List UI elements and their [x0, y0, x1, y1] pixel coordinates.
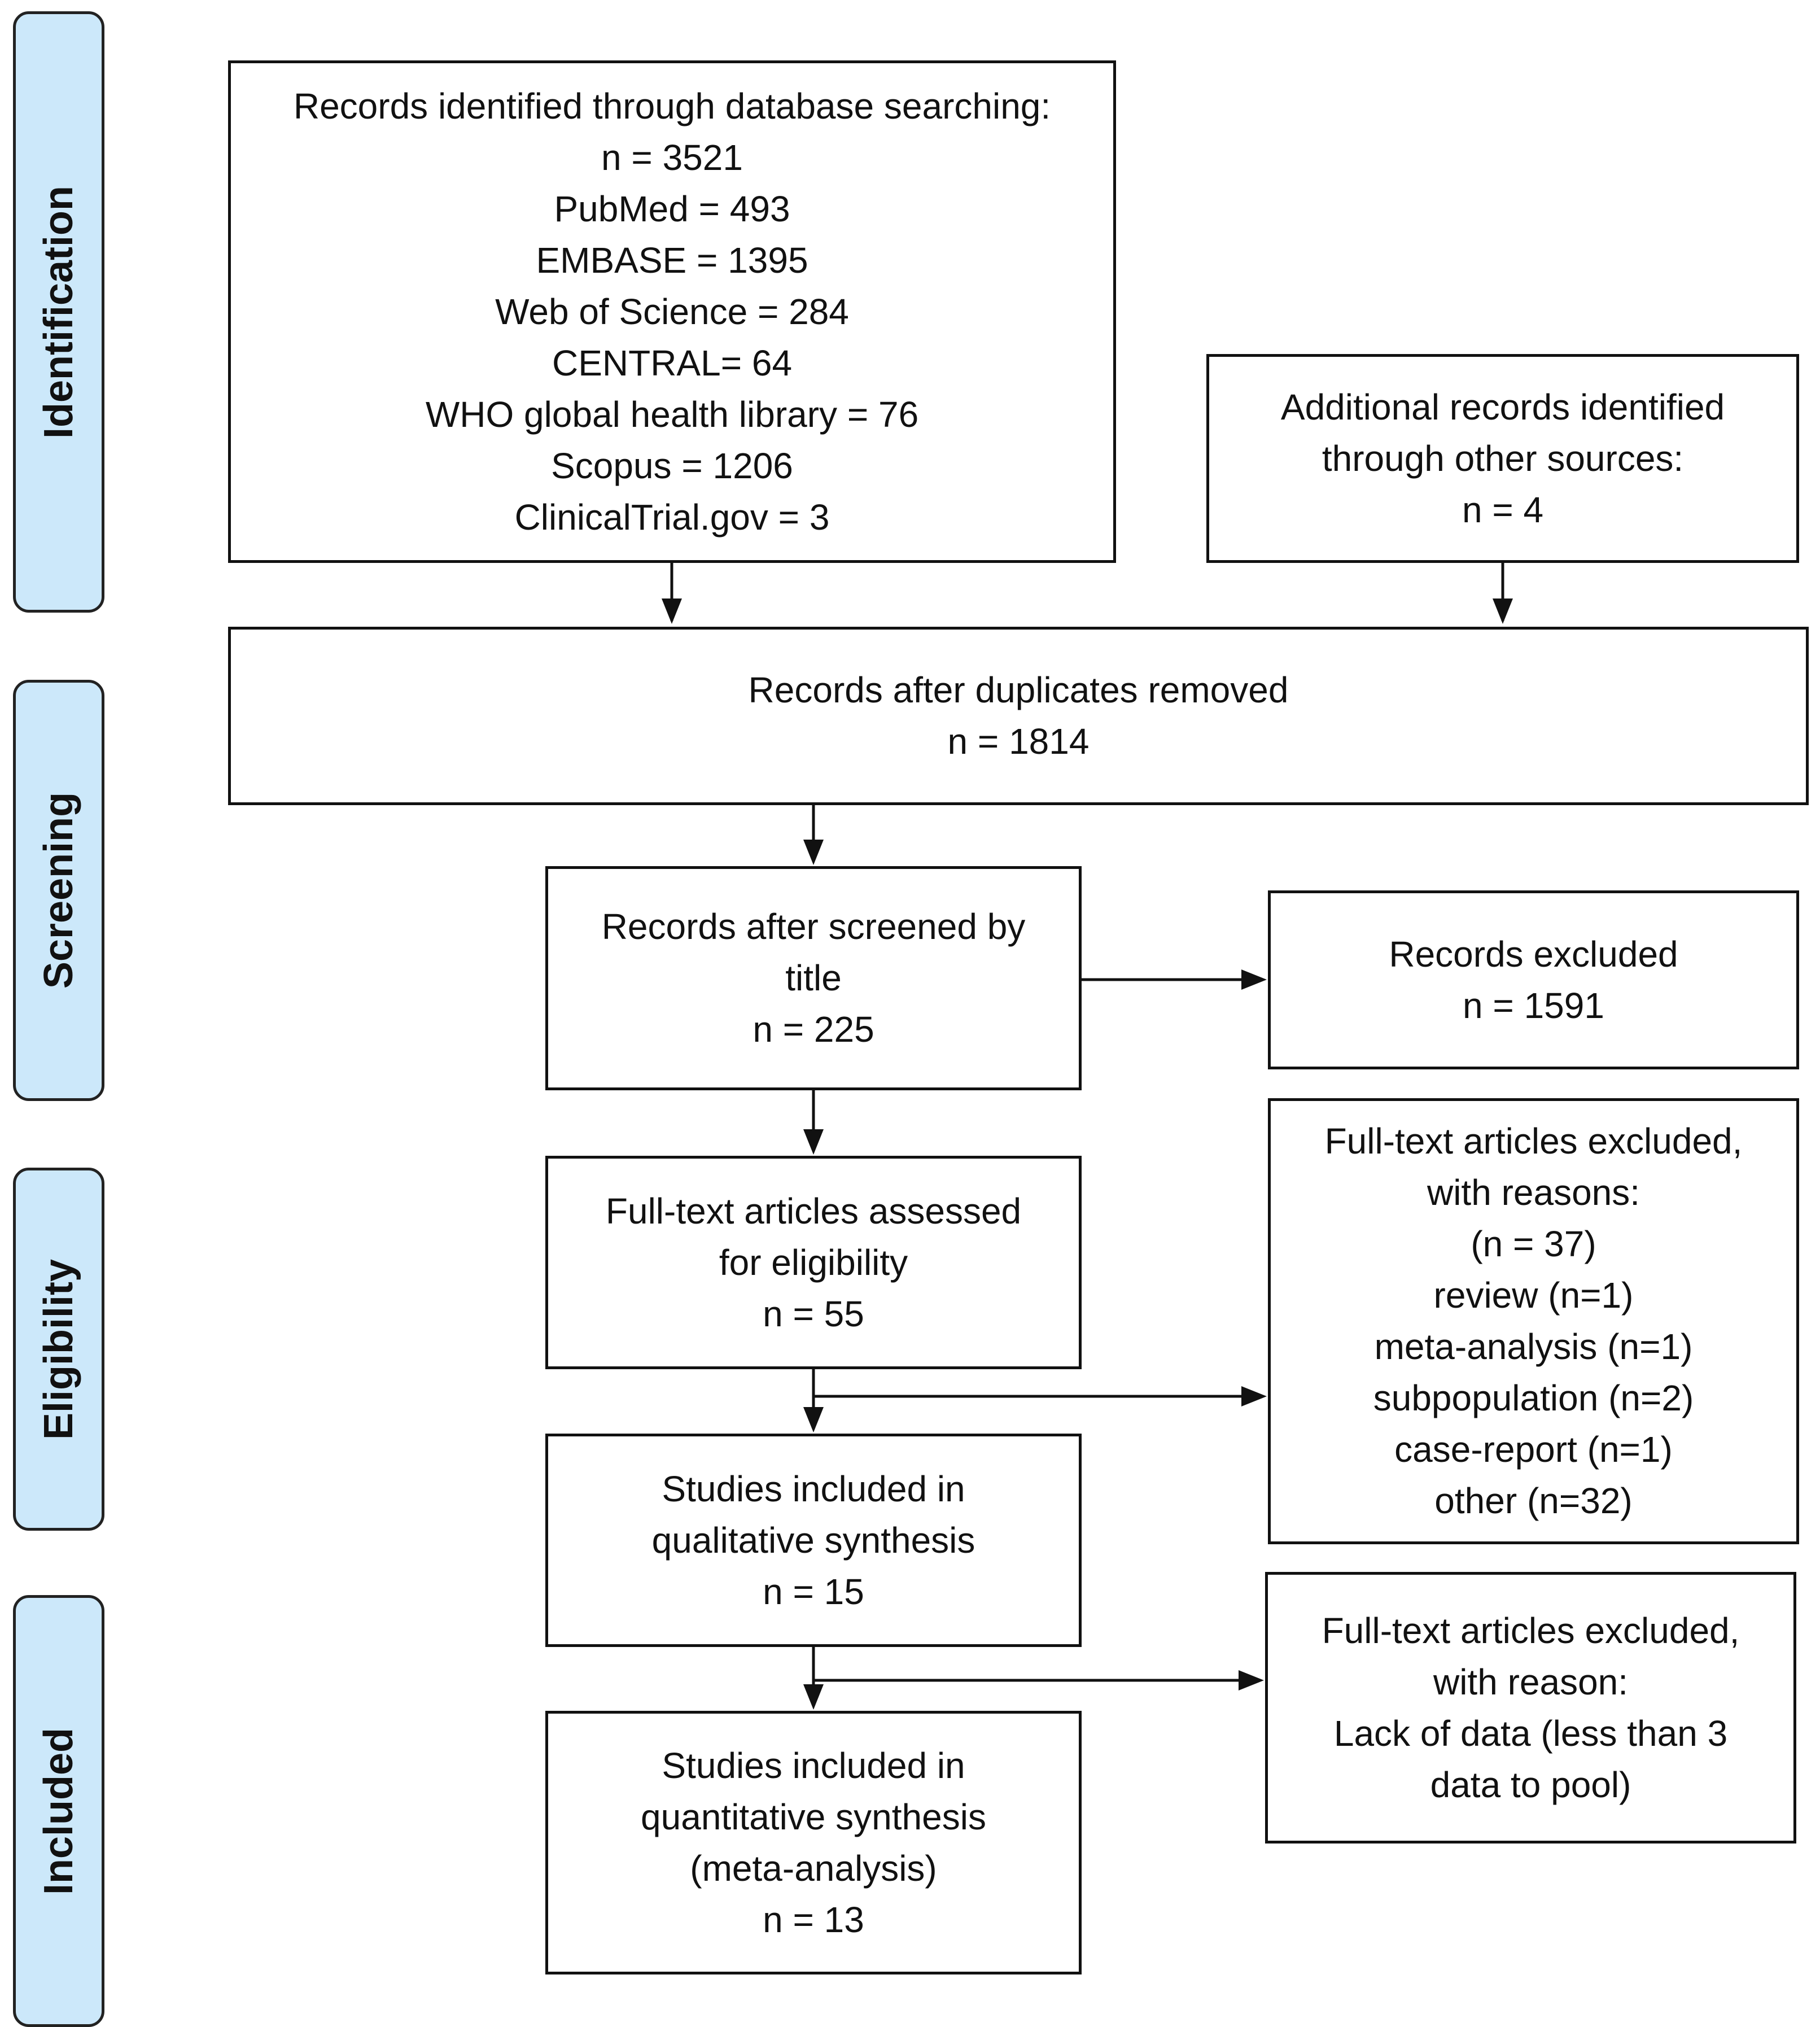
qualitative-line-2: qualitative synthesis — [651, 1519, 975, 1561]
screened-line-1: Records after screened by — [601, 906, 1026, 947]
phase-eligibility: Eligibility — [13, 1168, 104, 1531]
additional-count: n = 4 — [1462, 489, 1544, 530]
arrowhead-fulltext — [803, 1129, 824, 1155]
screened-records-box: Records after screened by title n = 225 — [545, 866, 1082, 1090]
additional-line-1: Additional records identified — [1280, 386, 1725, 427]
excluded-records-box: Records excluded n = 1591 — [1268, 890, 1799, 1069]
identified-central: CENTRAL= 64 — [552, 342, 793, 383]
arrowhead-qualitative — [803, 1407, 824, 1432]
reason-subpopulation: subpopulation (n=2) — [1373, 1378, 1694, 1418]
phase-included: Included — [13, 1595, 104, 2027]
identified-pubmed: PubMed = 493 — [554, 188, 790, 229]
fulltext-count: n = 55 — [763, 1293, 864, 1334]
identified-who-library: WHO global health library = 76 — [425, 394, 919, 435]
identified-web-of-science: Web of Science = 284 — [495, 291, 849, 332]
reason-review: review (n=1) — [1433, 1275, 1634, 1316]
quantitative-line-3: (meta-analysis) — [690, 1847, 937, 1889]
fulltext-line-1: Full-text articles assessed — [605, 1190, 1022, 1231]
quantitative-count: n = 13 — [763, 1899, 864, 1940]
fulltext-assessed-box: Full-text articles assessed for eligibil… — [545, 1156, 1082, 1369]
reason-other: other (n=32) — [1434, 1480, 1633, 1521]
excluded-title: Records excluded — [1389, 933, 1678, 975]
phase-screening: Screening — [13, 680, 104, 1101]
fulltext-excluded-line-1: Full-text articles excluded, — [1324, 1121, 1743, 1161]
excluded-count: n = 1591 — [1463, 985, 1604, 1026]
qualitative-count: n = 15 — [763, 1571, 864, 1612]
identified-total: n = 3521 — [601, 137, 743, 178]
screened-line-2: title — [785, 958, 842, 998]
reason-case-report: case-report (n=1) — [1394, 1429, 1673, 1470]
qualitative-line-1: Studies included in — [662, 1468, 965, 1509]
phase-identification: Identification — [13, 11, 104, 613]
quantitative-synthesis-box: Studies included in quantitative synthes… — [545, 1711, 1082, 1974]
lack-excluded-line-2: with reason: — [1433, 1661, 1629, 1702]
arrowhead-fulltext-excluded — [1241, 1386, 1267, 1406]
lack-of-data-excluded-box: Full-text articles excluded, with reason… — [1265, 1572, 1796, 1843]
deduplicated-records-box: Records after duplicates removed n = 181… — [228, 627, 1809, 805]
identified-records-box: Records identified through database sear… — [228, 60, 1116, 563]
identified-scopus: Scopus = 1206 — [551, 445, 793, 486]
arrowhead-additional — [1493, 599, 1513, 624]
arrowhead-quantitative — [803, 1684, 824, 1710]
lack-excluded-line-3: Lack of data (less than 3 — [1333, 1713, 1728, 1754]
quantitative-line-1: Studies included in — [662, 1745, 965, 1786]
quantitative-line-2: quantitative synthesis — [641, 1796, 986, 1837]
additional-records-box: Additional records identified through ot… — [1206, 354, 1799, 563]
fulltext-excluded-line-2: with reasons: — [1427, 1172, 1640, 1213]
lack-excluded-line-1: Full-text articles excluded, — [1322, 1610, 1740, 1651]
identified-clinicaltrial: ClinicalTrial.gov = 3 — [514, 496, 830, 538]
additional-line-2: through other sources: — [1322, 438, 1684, 479]
qualitative-synthesis-box: Studies included in qualitative synthesi… — [545, 1434, 1082, 1647]
screened-count: n = 225 — [753, 1009, 874, 1050]
arrowhead-lack-excluded — [1239, 1670, 1264, 1690]
identified-embase: EMBASE = 1395 — [536, 239, 808, 281]
identified-title: Records identified through database sear… — [293, 85, 1051, 126]
arrowhead-deduplicated — [803, 840, 824, 865]
fulltext-line-2: for eligibility — [719, 1242, 908, 1283]
arrowhead-identified — [662, 599, 682, 624]
fulltext-excluded-box: Full-text articles excluded, with reason… — [1268, 1098, 1799, 1544]
reason-meta-analysis: meta-analysis (n=1) — [1374, 1326, 1693, 1367]
lack-excluded-line-4: data to pool) — [1430, 1764, 1631, 1805]
deduplicated-title: Records after duplicates removed — [748, 670, 1289, 710]
arrowhead-excluded — [1241, 969, 1267, 990]
fulltext-excluded-total: (n = 37) — [1471, 1224, 1596, 1264]
deduplicated-count: n = 1814 — [947, 721, 1090, 762]
